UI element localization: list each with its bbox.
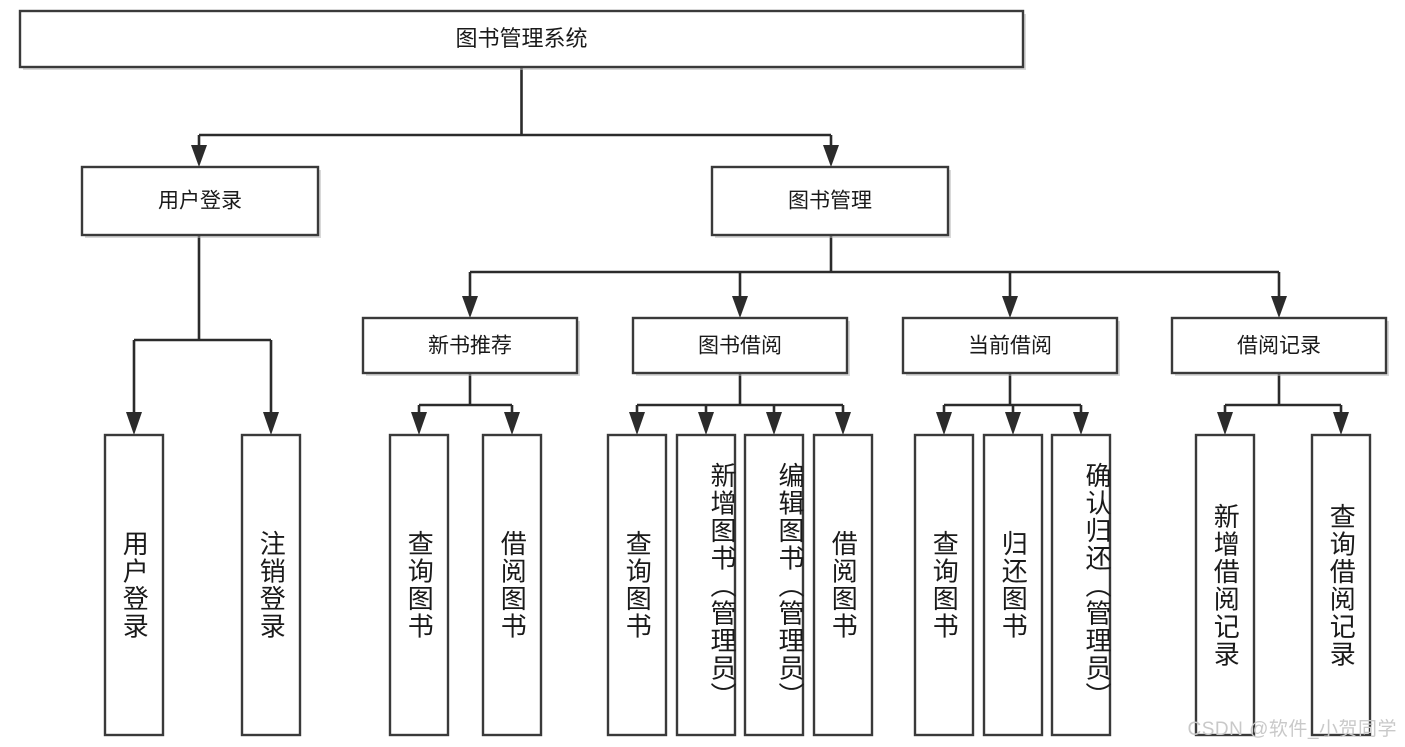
node-level2-borrow-record[interactable]: 借阅记录 <box>1170 316 1389 376</box>
arrow-head-leaf-5 <box>629 412 645 435</box>
node-level1-book-management[interactable]: 图书管理 <box>710 165 951 238</box>
node-root[interactable]: 图书管理系统 <box>18 9 1026 70</box>
leaf-box-8[interactable] <box>812 433 874 737</box>
leaf-box-2[interactable] <box>240 433 302 737</box>
level1-0-box[interactable] <box>80 165 320 237</box>
node-level2-current-borrow[interactable]: 当前借阅 <box>901 316 1120 376</box>
connector-layer <box>126 67 1349 435</box>
level1-1-box[interactable] <box>710 165 950 237</box>
arrow-head-leaf-1 <box>126 412 142 435</box>
leaf-box-5[interactable] <box>606 433 668 737</box>
leaf-box-9[interactable] <box>913 433 975 737</box>
leaf-box-3[interactable] <box>388 433 450 737</box>
level2-0-box[interactable] <box>361 316 579 375</box>
arrow-head-level2-3 <box>1002 296 1018 318</box>
level2-2-box[interactable] <box>901 316 1119 375</box>
arrow-head-level2-4 <box>1271 296 1287 318</box>
arrow-head-level2-1 <box>462 296 478 318</box>
level2-3-label: 借阅记录 <box>1237 335 1321 358</box>
arrow-head-leaf-2 <box>263 412 279 435</box>
arrow-head-leaf-6 <box>698 412 714 435</box>
leaf-box-6[interactable] <box>675 433 737 737</box>
arrow-head-bookmgmt <box>823 145 839 167</box>
level2-3-box[interactable] <box>1170 316 1388 375</box>
level2-1-label: 图书借阅 <box>698 335 782 358</box>
root-box[interactable] <box>18 9 1025 69</box>
arrow-head-leaf-13 <box>1333 412 1349 435</box>
level1-1-label: 图书管理 <box>788 190 872 213</box>
leaf-box-1[interactable] <box>103 433 165 737</box>
arrow-head-leaf-9 <box>936 412 952 435</box>
level2-0-label: 新书推荐 <box>428 335 512 358</box>
leaf-box-12[interactable] <box>1194 433 1256 737</box>
csdn-watermark: CSDN @软件_小贺同学 <box>1187 719 1397 740</box>
leaf-box-13[interactable] <box>1310 433 1372 737</box>
node-level2-new-book-recommend[interactable]: 新书推荐 <box>361 316 580 376</box>
level2-2-label: 当前借阅 <box>968 335 1052 358</box>
leaf-box-11[interactable] <box>1050 433 1112 737</box>
level2-1-box[interactable] <box>631 316 849 375</box>
node-level1-user-login[interactable]: 用户登录 <box>80 165 321 238</box>
level1-0-label: 用户登录 <box>158 190 242 213</box>
arrow-head-leaf-7 <box>766 412 782 435</box>
arrow-head-leaf-11 <box>1073 412 1089 435</box>
leaf-box-7[interactable] <box>743 433 805 737</box>
arrow-head-leaf-12 <box>1217 412 1233 435</box>
arrow-head-level2-2 <box>732 296 748 318</box>
arrow-head-leaf-8 <box>835 412 851 435</box>
arrow-head-leaf-10 <box>1005 412 1021 435</box>
leaf-node-group <box>103 433 1372 737</box>
arrow-head-login <box>191 145 207 167</box>
arrow-head-leaf-3 <box>411 412 427 435</box>
root-label: 图书管理系统 <box>455 26 587 51</box>
node-level2-book-borrow[interactable]: 图书借阅 <box>631 316 850 376</box>
arrow-head-leaf-4 <box>504 412 520 435</box>
leaf-box-10[interactable] <box>982 433 1044 737</box>
leaf-box-4[interactable] <box>481 433 543 737</box>
